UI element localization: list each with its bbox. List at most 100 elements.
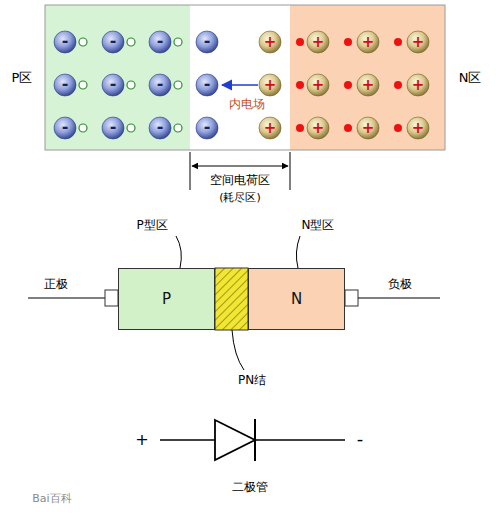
- leader-line: [176, 236, 181, 268]
- polarity-sign: +: [135, 431, 148, 449]
- acceptor-ion: [149, 74, 171, 96]
- ion-charge: +: [362, 77, 375, 94]
- region-note: (耗尽区): [219, 192, 261, 204]
- terminal-label: 正极: [44, 278, 68, 291]
- ion-charge: -: [110, 118, 117, 136]
- terminal-label: 负极: [388, 278, 412, 291]
- donor-ion: [259, 31, 281, 53]
- ion-charge: -: [204, 75, 211, 93]
- charge-carriers: [54, 31, 429, 139]
- acceptor-ion: [149, 31, 171, 53]
- part-label: N型区: [302, 219, 335, 232]
- crystal-outline: [45, 5, 445, 150]
- donor-ion: [307, 117, 329, 139]
- electron: [344, 124, 352, 132]
- ion-charge: -: [62, 75, 69, 93]
- electron: [394, 81, 402, 89]
- hole: [174, 81, 182, 89]
- symbol-wire: [255, 439, 345, 441]
- ion-charge: +: [312, 77, 325, 94]
- depletion-region: [190, 5, 290, 150]
- symbol-wire: [160, 439, 215, 441]
- bracket-tick: [190, 152, 191, 190]
- acceptor-ion: [149, 117, 171, 139]
- diode-triangle: [215, 420, 255, 460]
- watermark: Bai百科: [32, 493, 71, 505]
- hole: [79, 81, 87, 89]
- donor-ion: [357, 117, 379, 139]
- field-arrow: [222, 84, 258, 86]
- hole: [174, 38, 182, 46]
- symbol-caption: 二极管: [232, 481, 268, 494]
- ion-charge: -: [157, 75, 164, 93]
- polarity-sign: -: [357, 429, 364, 449]
- donor-ion: [357, 31, 379, 53]
- region-label: 空间电荷区: [210, 174, 270, 187]
- electron: [394, 124, 402, 132]
- width-arrow: [192, 166, 288, 167]
- terminal: [105, 290, 118, 306]
- part-label: P型区: [136, 219, 167, 232]
- donor-ion: [259, 74, 281, 96]
- n-type-region: N: [248, 268, 345, 330]
- ion-charge: +: [412, 77, 425, 94]
- donor-ion: [407, 31, 429, 53]
- electron: [296, 124, 304, 132]
- n-region: [290, 5, 445, 150]
- acceptor-ion: [196, 74, 218, 96]
- donor-ion: [307, 31, 329, 53]
- donor-ion: [259, 117, 281, 139]
- ion-charge: -: [110, 32, 117, 50]
- acceptor-ion: [102, 117, 124, 139]
- acceptor-ion: [102, 31, 124, 53]
- electron: [344, 38, 352, 46]
- leader-line: [232, 330, 244, 370]
- bracket-tick: [290, 152, 291, 190]
- ion-charge: +: [362, 120, 375, 137]
- ion-charge: -: [204, 32, 211, 50]
- ion-charge: -: [62, 118, 69, 136]
- region-letter: P: [162, 290, 171, 308]
- ion-charge: -: [204, 118, 211, 136]
- acceptor-ion: [196, 31, 218, 53]
- ion-charge: +: [264, 120, 277, 137]
- donor-ion: [357, 74, 379, 96]
- part-label: PN结: [238, 374, 266, 387]
- region-label: N区: [459, 71, 482, 85]
- electron: [344, 81, 352, 89]
- ion-charge: +: [264, 77, 277, 94]
- electron: [296, 81, 304, 89]
- pn-junction: [215, 268, 248, 330]
- lead-wire: [28, 297, 105, 298]
- hole: [174, 124, 182, 132]
- donor-ion: [407, 117, 429, 139]
- p-type-region: P: [118, 268, 215, 330]
- acceptor-ion: [54, 74, 76, 96]
- hole: [127, 81, 135, 89]
- region-letter: N: [291, 290, 302, 308]
- ion-charge: +: [264, 34, 277, 51]
- donor-ion: [307, 74, 329, 96]
- field-label: 内电场: [229, 98, 265, 111]
- electron: [394, 38, 402, 46]
- ion-charge: -: [62, 32, 69, 50]
- acceptor-ion: [54, 31, 76, 53]
- region-label: P区: [12, 71, 33, 85]
- leader-line: [296, 236, 300, 268]
- ion-charge: +: [412, 120, 425, 137]
- p-region: [45, 5, 190, 150]
- ion-charge: -: [157, 118, 164, 136]
- ion-charge: +: [362, 34, 375, 51]
- hole: [79, 124, 87, 132]
- hole: [127, 124, 135, 132]
- acceptor-ion: [196, 117, 218, 139]
- acceptor-ion: [54, 117, 76, 139]
- acceptor-ion: [102, 74, 124, 96]
- ion-charge: -: [110, 75, 117, 93]
- ion-charge: -: [157, 32, 164, 50]
- hole: [127, 38, 135, 46]
- lead-wire: [358, 297, 440, 298]
- ion-charge: +: [412, 34, 425, 51]
- donor-ion: [407, 74, 429, 96]
